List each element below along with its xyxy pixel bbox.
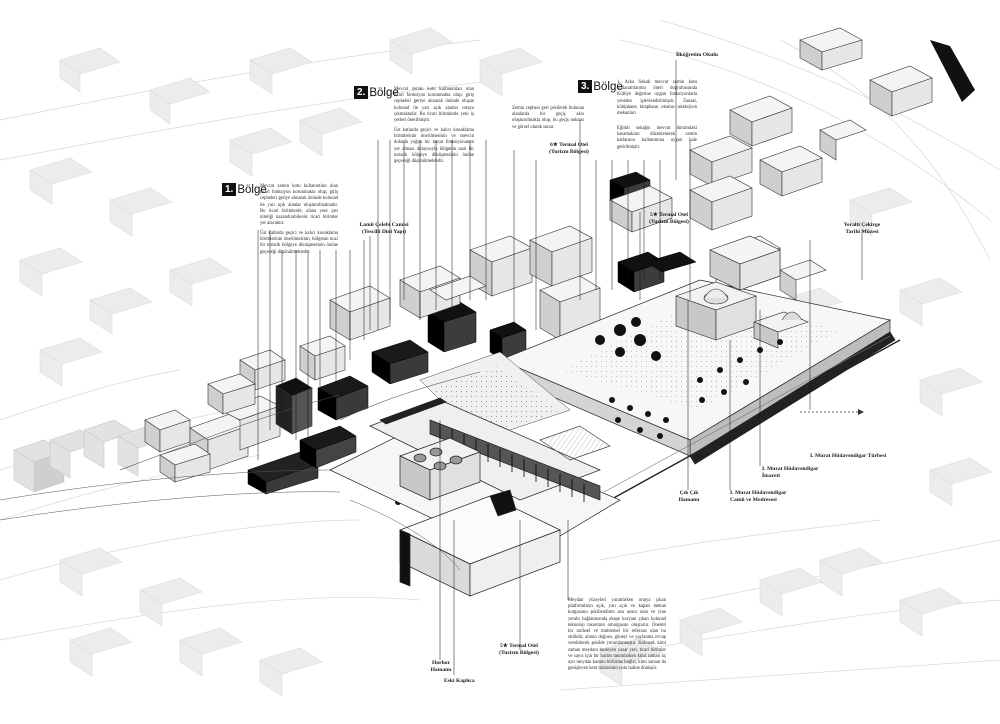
label-termal-6: 6★ Termal Otel: [550, 142, 588, 148]
arrow-head-icon: [858, 409, 864, 415]
zone-2-heading: 2. Bölge: [354, 86, 399, 99]
label-lamii-celebi-sub: (Tescilli Dini Yapı): [361, 229, 407, 235]
setback-note: Zemin cephesi geri çekilerek bulunan ala…: [512, 106, 584, 130]
label-horhor: Horhor: [431, 660, 451, 666]
label-termal-5a-sub: (Turizm Bölgesi): [649, 219, 689, 225]
zone-2-text-2: Üst katlarda geçici ve kalıcı konaklama …: [394, 128, 474, 165]
label-museum: Yeralti Çekirge: [843, 222, 881, 228]
zone-1-text-2: Üst katlarda geçici ve kalıcı konaklama …: [260, 231, 338, 255]
zone-1-word: Bölge: [237, 183, 267, 196]
plaza-note: Meydan yüzeyleri yaratılırken ortaya çık…: [568, 598, 666, 672]
context-buildings: [19, 27, 993, 697]
label-museum-sub: Tarihi Müzesi: [845, 229, 879, 235]
label-horhor-sub: Hamamı: [430, 667, 452, 673]
zone-3-word: Bölge: [593, 80, 623, 93]
label-termal-5b: 5★ Termal Otel: [500, 643, 538, 649]
central-plaza: [119, 351, 571, 471]
dark-block-northeast: [930, 40, 975, 102]
label-ilkogretim: İlköğretim Okulu: [676, 52, 719, 58]
colonnade-complex: [329, 397, 621, 597]
zone-3-number: 3.: [578, 80, 593, 93]
label-cikcik-sub: Hamamı: [678, 497, 700, 503]
label-termal-6-sub: (Turizm Bölgesi): [549, 149, 589, 155]
zone-2-word: Bölge: [369, 86, 399, 99]
zone-3-text: 1. Arka Sokak mevcut zemin kotu kullanım…: [617, 80, 697, 117]
label-termal-5a: 5★ Termal Otel: [650, 212, 688, 218]
zone-2-number: 2.: [354, 86, 369, 99]
mosque-complex: [675, 235, 809, 349]
label-termal-5b-sub: (Turizm Bölgesi): [499, 650, 539, 656]
leader-lines: [257, 60, 863, 675]
zone-1-heading: 1. Bölge: [222, 183, 267, 196]
zone-2-text: Mevcut zemin kotu kullanımları olan tica…: [394, 87, 474, 124]
label-cikcik: Çık Çık: [679, 490, 699, 496]
label-imaret-sub: İmareti: [762, 473, 780, 479]
label-lamii-celebi: Lamii Çelebi Camisi: [359, 222, 409, 228]
label-imaret: I. Murat Hüdavendigar: [762, 466, 819, 472]
label-camii-medrese-sub: Camii ve Medresesi: [730, 497, 777, 503]
zone-1-text: Mevcut zemin kotu kullanımları olan tica…: [260, 184, 338, 227]
label-turbe: I. Murat Hüdavendigar Türbesi: [810, 453, 887, 459]
zone-3-heading: 3. Bölge: [578, 80, 623, 93]
label-camii-medrese: I. Murat Hüdavendigar: [730, 490, 787, 496]
road: [0, 469, 461, 571]
label-eski-kaplica: Eski Kaplıca: [444, 678, 475, 684]
zone-1-number: 1.: [222, 183, 237, 196]
zone-3-text-2: Eğimli sokağın mevcut durumdaki basamakl…: [617, 126, 697, 150]
